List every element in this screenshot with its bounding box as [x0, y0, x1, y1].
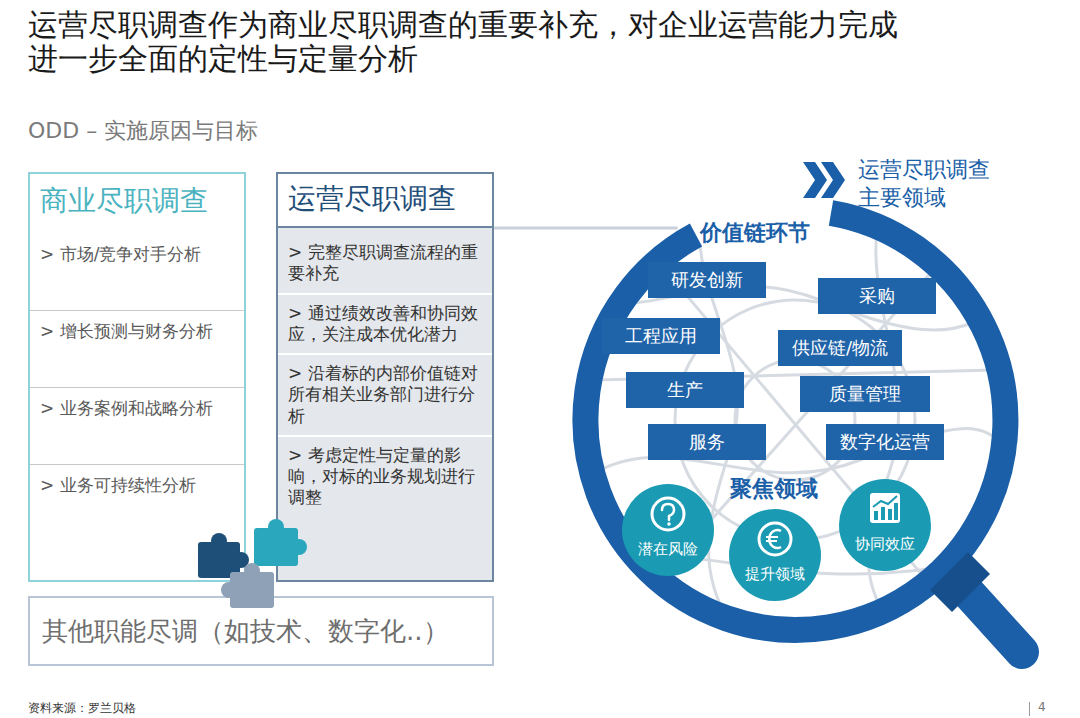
value-chain-box: 供应链/物流: [778, 330, 902, 366]
box-label: 研发创新: [671, 268, 743, 292]
focus-icon: [622, 484, 714, 576]
page-number: 4: [1038, 700, 1046, 714]
band-text: 其他职能尽调（如技术、数字化..）: [30, 614, 461, 649]
panel-heading: 运营尽职调查: [278, 174, 492, 228]
group-heading: 价值链环节: [700, 218, 810, 248]
panel-item: > 沿着标的内部价值链对所有相关业务部门进行分析: [278, 355, 492, 437]
box-label: 质量管理: [829, 382, 901, 406]
panel-item: > 增长预测与财务分析: [30, 311, 244, 388]
panel-item: > 完整尽职调查流程的重要补充: [278, 234, 492, 295]
section-subtitle: ODD – 实施原因与目标: [28, 116, 258, 146]
focus-icon: [729, 509, 821, 601]
panel-item: > 业务案例和战略分析: [30, 388, 244, 465]
circle-label: 提升领域: [729, 565, 821, 584]
box-label: 采购: [859, 284, 895, 308]
connector-line: [494, 227, 678, 230]
value-chain-box: 采购: [818, 278, 936, 314]
operational-dd-panel: 运营尽职调查 > 完整尽职调查流程的重要补充> 通过绩效改善和协同效应，关注成本优…: [276, 172, 494, 582]
value-chain-box: 服务: [648, 424, 766, 460]
chevrons: [803, 162, 845, 198]
panel-item: > 市场/竞争对手分析: [30, 234, 244, 311]
page-title: 运营尽职调查作为商业尽职调查的重要补充，对企业运营能力完成 进一步全面的定性与定…: [28, 8, 918, 75]
page-number-rule: [1029, 702, 1030, 716]
map-texture: [580, 210, 1010, 640]
source-caption: 资料来源：罗兰贝格: [28, 700, 136, 717]
value-chain-box: 质量管理: [800, 376, 930, 412]
box-label: 数字化运营: [840, 430, 930, 454]
region-heading: 运营尽职调查 主要领域: [858, 156, 998, 211]
box-label: 供应链/物流: [792, 336, 888, 360]
other-dd-band: 其他职能尽调（如技术、数字化..）: [28, 596, 494, 666]
puzzle-grey: [221, 563, 274, 608]
panel-heading: 商业尽职调查: [30, 174, 244, 234]
box-label: 生产: [667, 378, 703, 402]
handle-collar: [930, 552, 990, 612]
group-heading: 聚焦领域: [730, 474, 818, 504]
value-chain-box: 工程应用: [602, 318, 720, 354]
panel-item: > 通过绩效改善和协同效应，关注成本优化潜力: [278, 295, 492, 356]
box-label: 服务: [689, 430, 725, 454]
puzzle-teal: [254, 519, 307, 566]
puzzle-navy: [198, 533, 249, 578]
magnifier-region: 运营尽职调查 主要领域价值链环节聚焦领域 研发创新采购工程应用供应链/物流生产 质量…: [560, 150, 1040, 670]
value-chain-box: 研发创新: [648, 262, 766, 298]
box-label: 工程应用: [625, 324, 697, 348]
focus-circle: 提升领域: [729, 509, 821, 601]
focus-circle: 潜在风险: [622, 484, 714, 576]
panel-item: > 考虑定性与定量的影响，对标的业务规划进行调整: [278, 437, 492, 517]
value-chain-box: 生产: [626, 372, 744, 408]
circle-label: 潜在风险: [622, 540, 714, 559]
focus-circle: 协同效应: [839, 479, 931, 571]
panel-item: > 业务可持续性分析: [30, 465, 244, 541]
value-chain-box: 数字化运营: [826, 424, 944, 460]
business-dd-panel: 商业尽职调查> 市场/竞争对手分析> 增长预测与财务分析> 业务案例和战略分析>…: [28, 172, 246, 582]
circle-label: 协同效应: [839, 535, 931, 554]
focus-icon: [839, 479, 931, 571]
